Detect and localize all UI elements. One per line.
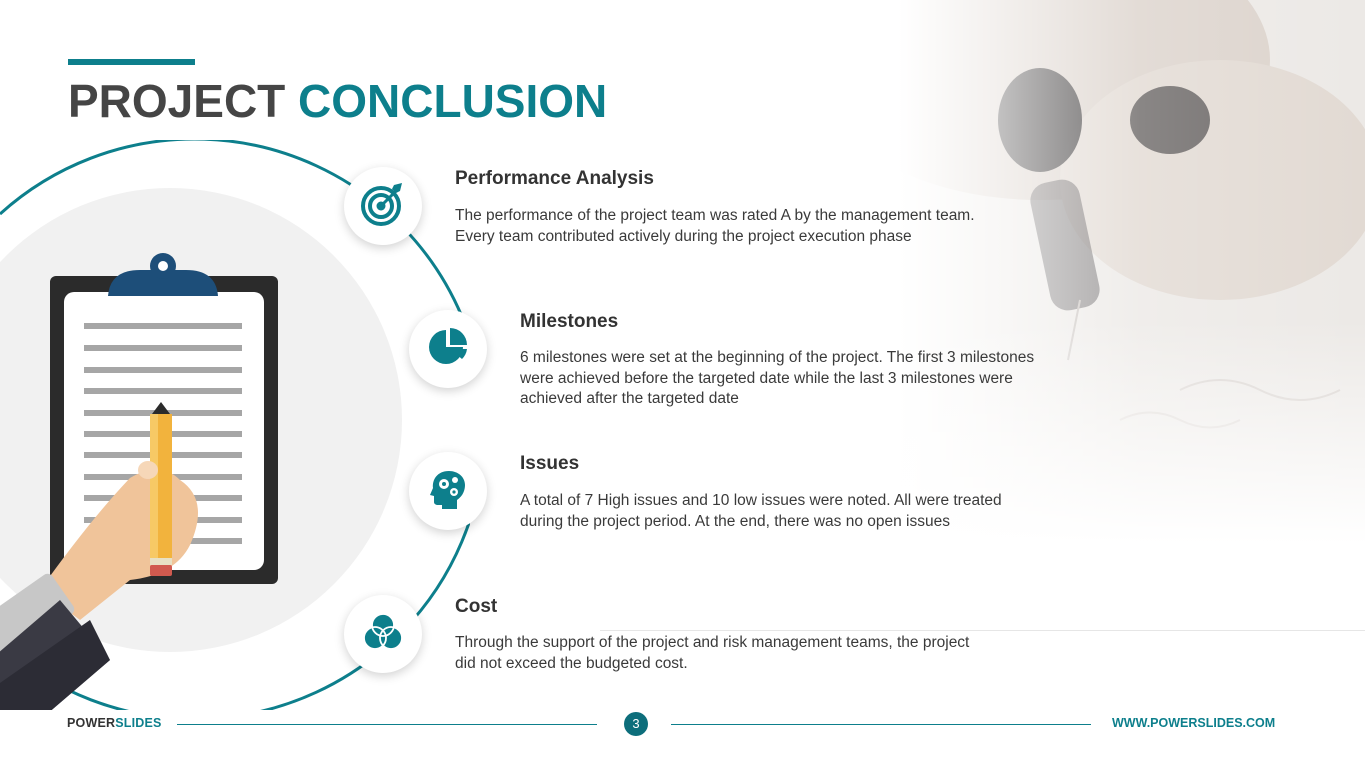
issues-icon-circle — [409, 452, 487, 530]
milestones-text: 6 milestones were set at the beginning o… — [520, 349, 1035, 407]
performance-text: The performance of the project team was … — [455, 207, 975, 245]
footer-line-left — [177, 724, 597, 725]
performance-icon-circle — [344, 167, 422, 245]
footer-brand-power: POWER — [67, 716, 116, 730]
divider-line — [600, 630, 1365, 631]
footer-brand: POWERSLIDES — [67, 716, 162, 730]
venn-circles-icon — [361, 610, 405, 659]
cost-icon-circle — [344, 595, 422, 673]
footer-brand-slides: SLIDES — [115, 716, 162, 730]
title-accent-bar — [68, 59, 195, 65]
cost-heading: Cost — [455, 596, 498, 617]
title-word-conclusion: CONCLUSION — [298, 75, 608, 127]
title-word-project: PROJECT — [68, 75, 286, 127]
page-number-badge: 3 — [624, 712, 648, 736]
performance-heading: Performance Analysis — [455, 168, 654, 189]
cost-text: Through the support of the project and r… — [455, 634, 970, 672]
milestones-heading: Milestones — [520, 311, 619, 332]
milestones-icon-circle — [409, 310, 487, 388]
issues-heading: Issues — [520, 453, 580, 474]
pie-chart-icon — [427, 326, 469, 373]
page-title: PROJECT CONCLUSION — [68, 74, 607, 128]
target-icon — [360, 181, 406, 232]
footer-line-right — [671, 724, 1091, 725]
issues-text: A total of 7 High issues and 10 low issu… — [520, 492, 1002, 530]
head-gears-icon — [427, 468, 469, 515]
footer-url: WWW.POWERSLIDES.COM — [1112, 716, 1276, 730]
